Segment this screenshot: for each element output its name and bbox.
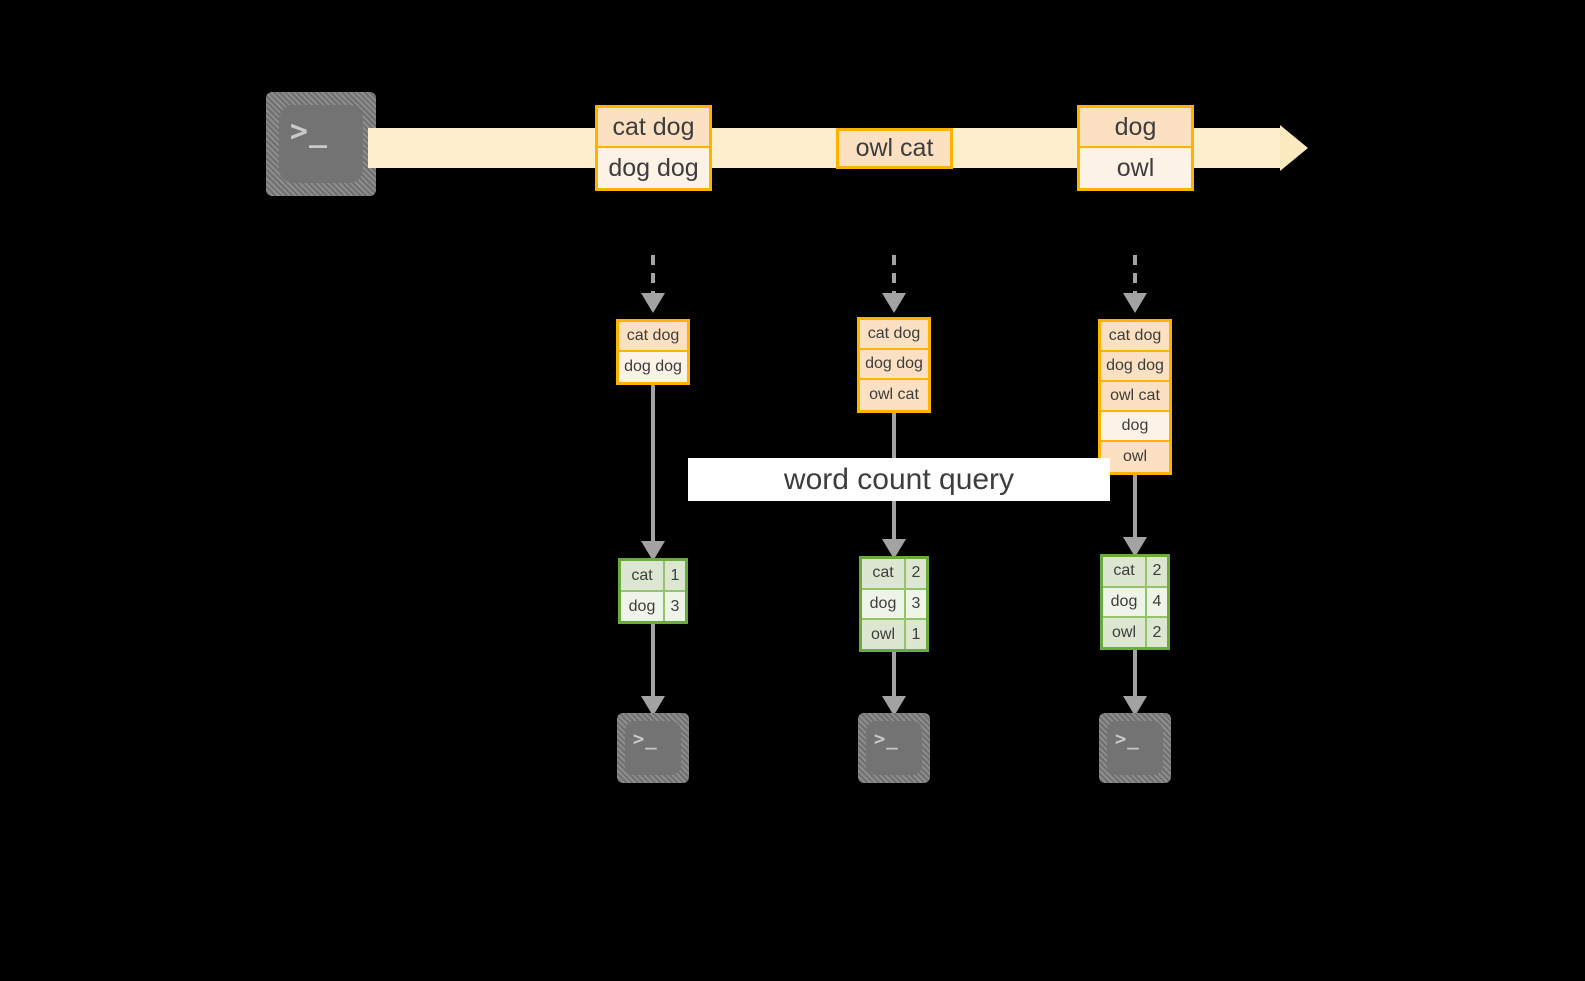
- snapshot-line: cat dog: [860, 320, 928, 350]
- arrow-right-icon: [1280, 125, 1308, 171]
- result-table: cat 2 dog 4 owl 2: [1100, 554, 1170, 650]
- result-count-cell: 2: [906, 559, 926, 588]
- result-word-cell: dog: [862, 589, 906, 619]
- result-count-cell: 4: [1147, 587, 1167, 617]
- result-table: cat 1 dog 3: [618, 558, 688, 624]
- table-row: cat 2: [1103, 557, 1167, 588]
- result-word-cell: cat: [621, 561, 665, 590]
- stream-record-box: dog owl: [1077, 105, 1194, 191]
- snapshot-line: owl: [1101, 442, 1169, 472]
- terminal-prompt-glyph: >_: [1114, 727, 1140, 750]
- snapshot-line: dog: [1101, 412, 1169, 442]
- arrow-down-icon: [641, 293, 665, 313]
- stream-record-box: cat dog dog dog: [595, 105, 712, 191]
- arrow-down-icon: [1123, 537, 1147, 557]
- terminal-screen: >_: [866, 721, 922, 775]
- snapshot-box: cat dog dog dog owl cat: [857, 317, 931, 413]
- table-row: cat 1: [621, 561, 685, 592]
- result-count-cell: 3: [906, 589, 926, 619]
- result-count-cell: 1: [906, 620, 926, 650]
- result-word-cell: owl: [862, 620, 906, 650]
- table-row: dog 3: [621, 592, 685, 621]
- source-terminal-icon: >_: [266, 92, 376, 196]
- result-table: cat 2 dog 3 owl 1: [859, 556, 929, 652]
- table-row: owl 2: [1103, 618, 1167, 648]
- result-count-cell: 1: [665, 561, 685, 590]
- arrow-down-icon: [1123, 696, 1147, 716]
- result-count-cell: 2: [1147, 557, 1167, 586]
- arrow-down-icon: [882, 696, 906, 716]
- result-word-cell: dog: [1103, 587, 1147, 617]
- stream-record-line: owl: [1080, 148, 1191, 188]
- terminal-prompt-glyph: >_: [873, 727, 899, 750]
- stream-tap-connector: [892, 255, 896, 293]
- query-flow-connector: [1133, 475, 1137, 537]
- sink-terminal-icon: >_: [858, 713, 930, 783]
- result-count-cell: 2: [1147, 618, 1167, 648]
- stream-record-line: dog: [1080, 108, 1191, 148]
- stream-record-box: owl cat: [836, 128, 953, 169]
- query-flow-connector: [651, 385, 655, 541]
- snapshot-line: cat dog: [1101, 322, 1169, 352]
- terminal-screen: >_: [625, 721, 681, 775]
- snapshot-box: cat dog dog dog owl cat dog owl: [1098, 319, 1172, 475]
- result-count-cell: 3: [665, 592, 685, 621]
- terminal-prompt-glyph: >_: [632, 727, 658, 750]
- sink-flow-connector: [1133, 650, 1137, 696]
- arrow-down-icon: [882, 293, 906, 313]
- sink-flow-connector: [651, 624, 655, 696]
- stream-record-line: cat dog: [598, 108, 709, 148]
- stream-record-line: owl cat: [839, 131, 950, 166]
- arrow-down-icon: [641, 696, 665, 716]
- result-word-cell: cat: [862, 559, 906, 588]
- terminal-screen: >_: [279, 105, 363, 183]
- snapshot-line: owl cat: [860, 380, 928, 410]
- result-word-cell: cat: [1103, 557, 1147, 586]
- stream-record-line: dog dog: [598, 148, 709, 188]
- snapshot-line: owl cat: [1101, 382, 1169, 412]
- table-row: cat 2: [862, 559, 926, 590]
- table-row: owl 1: [862, 620, 926, 650]
- query-label-band: word count query: [688, 458, 1110, 501]
- arrow-down-icon: [1123, 293, 1147, 313]
- sink-flow-connector: [892, 652, 896, 696]
- table-row: dog 4: [1103, 587, 1167, 619]
- arrow-down-icon: [641, 541, 665, 561]
- snapshot-box: cat dog dog dog: [616, 319, 690, 385]
- stream-tap-connector: [651, 255, 655, 293]
- table-row: dog 3: [862, 589, 926, 621]
- sink-terminal-icon: >_: [1099, 713, 1171, 783]
- snapshot-line: dog dog: [860, 350, 928, 380]
- terminal-screen: >_: [1107, 721, 1163, 775]
- stream-tap-connector: [1133, 255, 1137, 293]
- snapshot-line: dog dog: [619, 352, 687, 382]
- result-word-cell: dog: [621, 592, 665, 621]
- terminal-prompt-glyph: >_: [289, 114, 329, 150]
- snapshot-line: dog dog: [1101, 352, 1169, 382]
- query-label: word count query: [783, 462, 1015, 496]
- sink-terminal-icon: >_: [617, 713, 689, 783]
- snapshot-line: cat dog: [619, 322, 687, 352]
- arrow-down-icon: [882, 539, 906, 559]
- result-word-cell: owl: [1103, 618, 1147, 648]
